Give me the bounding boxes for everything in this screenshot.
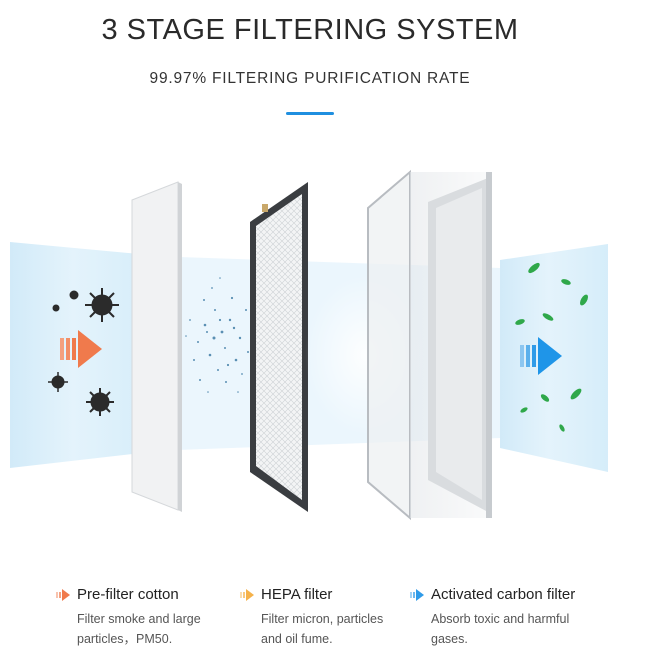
hepa-filter-panel: [250, 182, 308, 512]
page-subtitle: 99.97% FILTERING PURIFICATION RATE: [149, 70, 471, 87]
virus-icon: [48, 288, 119, 416]
stage-name: Pre-filter cotton: [77, 586, 179, 603]
stage-description-line: particles，PM50.: [77, 632, 173, 646]
carbon-filter-panel: [367, 169, 492, 521]
stage-description-line: Absorb toxic and harmful: [431, 612, 570, 626]
particle-cloud: [185, 277, 253, 393]
arrow-right-icon: [410, 588, 424, 601]
stage-name: HEPA filter: [261, 586, 333, 603]
stage-name: Activated carbon filter: [431, 586, 576, 603]
leaf-icon: [515, 262, 588, 432]
accent-divider: [286, 112, 334, 115]
stage-description-line: and oil fume.: [261, 632, 333, 646]
stage-carbon-filter: Activated carbon filter Absorb toxic and…: [410, 586, 620, 649]
stage-description-line: Filter micron, particles: [261, 612, 384, 626]
filter-illustration: [0, 160, 668, 540]
stage-description-line: Filter smoke and large: [77, 612, 201, 626]
arrow-right-icon: [56, 588, 70, 601]
stage-hepa-filter: HEPA filter Filter micron, particles and…: [240, 586, 400, 649]
stage-pre-filter: Pre-filter cotton Filter smoke and large…: [56, 586, 236, 649]
arrow-right-icon: [240, 588, 254, 601]
stage-description-line: gases.: [431, 632, 468, 646]
pre-filter-panel: [131, 181, 182, 512]
arrow-right-icon: [520, 337, 562, 375]
arrow-right-icon: [60, 330, 102, 368]
page-title: 3 STAGE FILTERING SYSTEM: [101, 14, 519, 46]
stage-description: Filter micron, particles and oil fume.: [261, 609, 400, 649]
stage-description: Filter smoke and large particles，PM50.: [77, 609, 236, 649]
stage-description: Absorb toxic and harmful gases.: [431, 609, 620, 649]
